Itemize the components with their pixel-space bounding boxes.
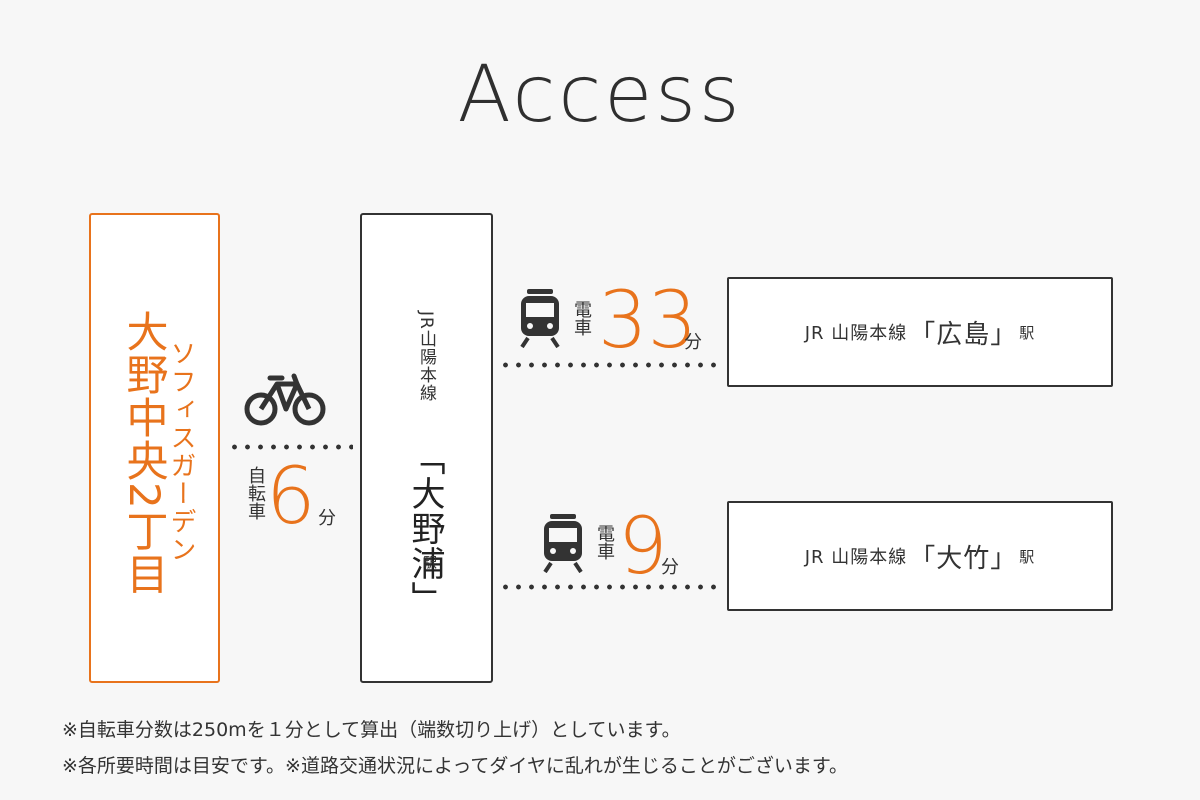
train-icon bbox=[543, 514, 583, 573]
bicycle-icon bbox=[244, 373, 326, 426]
train-icon bbox=[520, 289, 560, 348]
page-title: Access bbox=[457, 50, 743, 140]
bike-mode-label: 自転車 bbox=[245, 466, 266, 520]
dest1-suffix: 駅 bbox=[1019, 323, 1036, 342]
station-box: JR山陽本線 「大野浦」 駅 bbox=[360, 213, 493, 683]
dest2-name: 「大竹」 bbox=[909, 543, 1018, 574]
bike-minutes: 6 bbox=[266, 452, 316, 542]
dotted-connector-route2 bbox=[499, 584, 721, 590]
dest2-suffix: 駅 bbox=[1019, 547, 1036, 566]
origin-subtitle: ソフィスガーデン bbox=[166, 340, 196, 564]
dest2-prefix: JR 山陽本線 bbox=[804, 547, 908, 568]
route2-mode-label: 電車 bbox=[594, 524, 615, 560]
destination-box-otake: JR 山陽本線 「大竹」 駅 bbox=[727, 501, 1113, 611]
origin-box: 大野中央2丁目 ソフィスガーデン bbox=[89, 213, 220, 683]
route1-mode-label: 電車 bbox=[571, 300, 592, 336]
station-suffix: 駅 bbox=[421, 555, 437, 569]
route1-unit: 分 bbox=[684, 332, 702, 353]
note-line: ※各所要時間は目安です。※道路交通状況によってダイヤに乱れが生じることがございま… bbox=[62, 755, 848, 777]
dotted-connector-bike bbox=[228, 444, 353, 450]
note-line: ※自転車分数は250mを１分として算出（端数切り上げ）としています。 bbox=[62, 719, 681, 741]
footnotes: ※自転車分数は250mを１分として算出（端数切り上げ）としています。 ※各所要時… bbox=[62, 712, 848, 784]
route2-unit: 分 bbox=[661, 557, 679, 578]
dotted-connector-route1 bbox=[499, 362, 721, 368]
dest1-name: 「広島」 bbox=[909, 319, 1018, 350]
destination-box-hiroshima: JR 山陽本線 「広島」 駅 bbox=[727, 277, 1113, 387]
station-name: 「大野浦」 bbox=[405, 441, 445, 616]
route2-minutes: 9 bbox=[618, 502, 668, 592]
origin-name: 大野中央2丁目 bbox=[120, 310, 169, 596]
dest1-prefix: JR 山陽本線 bbox=[804, 323, 908, 344]
bike-unit: 分 bbox=[318, 508, 336, 529]
route1-minutes: 33 bbox=[598, 276, 698, 366]
station-line: JR山陽本線 bbox=[416, 311, 436, 402]
